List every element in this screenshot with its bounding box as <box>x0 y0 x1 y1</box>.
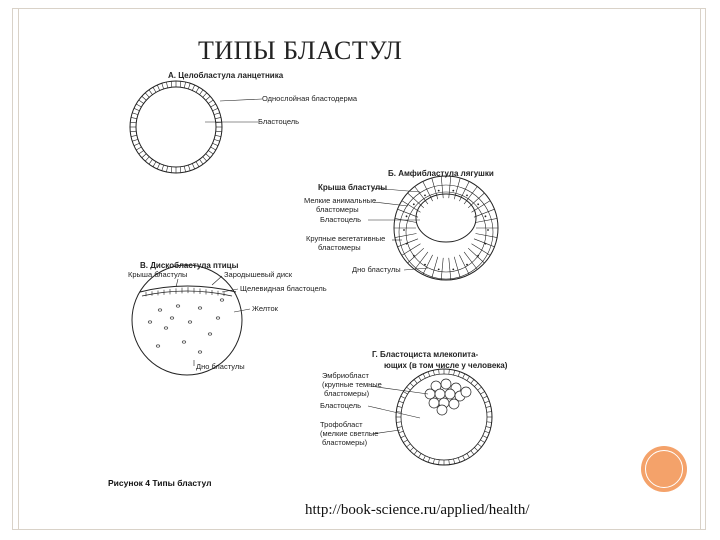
panel-b-blastula <box>393 175 499 281</box>
panel-b-leader-2 <box>373 201 409 207</box>
left-border-line <box>18 8 19 530</box>
panel-c-leader-3 <box>221 288 239 293</box>
panel-a-blastula <box>129 80 223 174</box>
panel-d-label-3: бластомеры) <box>324 389 370 398</box>
panel-d-label-2: (крупные темные <box>322 380 382 389</box>
panel-c-label-4: Желток <box>252 304 279 313</box>
decorative-circle-ring <box>645 450 683 488</box>
panel-d-heading-2: ющих (в том числе у человека) <box>384 361 508 370</box>
panel-b-label-1: Крыша бластулы <box>318 183 387 192</box>
panel-c-label-3: Щелевидная бластоцель <box>240 284 327 293</box>
panel-b-label-7: Дно бластулы <box>352 265 401 274</box>
panel-c-leader-2 <box>211 275 223 286</box>
panel-c-blastula <box>131 264 243 376</box>
panel-d-blastocyst <box>395 368 493 466</box>
panel-b-leader-5 <box>403 267 429 271</box>
source-url: http://book-science.ru/applied/health/ <box>305 502 530 518</box>
slide-frame <box>12 8 706 530</box>
panel-d-heading-1: Г. Бластоциста млекопита- <box>372 350 479 359</box>
figure-caption: Рисунок 4 Типы бластул <box>108 478 212 488</box>
panel-c-label-5: Дно бластулы <box>196 362 245 371</box>
panel-d-label-1: Эмбриобласт <box>322 371 369 380</box>
panel-a-label-1: Однослойная бластодерма <box>262 94 358 103</box>
panel-a-heading: А. Целобластула ланцетника <box>168 71 284 80</box>
panel-d-label-6: (мелкие светлые <box>320 429 378 438</box>
panel-b-label-2: Мелкие анимальные <box>304 196 376 205</box>
panel-c-leader-4 <box>233 308 251 313</box>
panel-c-leader-1 <box>175 278 179 288</box>
panel-d-leader-2 <box>367 405 421 419</box>
panel-a-leader-1 <box>219 98 263 102</box>
panel-d-label-5: Трофобласт <box>320 420 363 429</box>
panel-a-label-2: Бластоцель <box>258 117 299 126</box>
panel-d-label-7: бластомеры) <box>322 438 368 447</box>
panel-d-label-4: Бластоцель <box>320 401 361 410</box>
panel-d-leader-1 <box>369 385 429 395</box>
panel-b-label-4: Бластоцель <box>320 215 361 224</box>
panel-b-label-5: Крупные вегетативные <box>306 234 385 243</box>
panel-b-label-6: бластомеры <box>318 243 361 252</box>
panel-b-label-3: бластомеры <box>316 205 359 214</box>
panel-b-leader-1 <box>371 187 421 193</box>
panel-d-leader-3 <box>371 429 401 435</box>
panel-c-label-2: Зародышевый диск <box>224 270 293 279</box>
panel-c-label-1: Крыша бластулы <box>128 270 187 279</box>
panel-b-heading: Б. Амфибластула лягушки <box>388 169 494 178</box>
right-border-line <box>700 8 701 530</box>
slide-title: ТИПЫ БЛАСТУЛ <box>198 36 403 65</box>
